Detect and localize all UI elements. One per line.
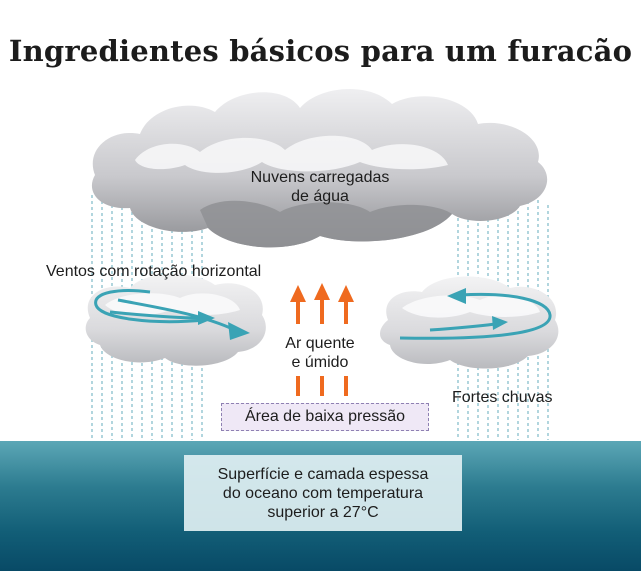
wind-arrowhead-left-1	[228, 322, 250, 340]
left-side-cloud	[85, 274, 266, 366]
ocean-label-box: Superfície e camada espessa do oceano co…	[184, 455, 462, 531]
wind-arrows-right	[399, 292, 552, 340]
wind-arrows-left	[94, 289, 236, 332]
clouds-label-line-2: de água	[291, 188, 349, 205]
winds-label: Ventos com rotação horizontal	[46, 263, 262, 280]
wind-arrowhead-right-2	[492, 316, 508, 330]
ocean-label-line-2: do oceano com temperatura	[222, 484, 424, 502]
right-side-cloud	[380, 276, 559, 369]
low-pressure-box: Área de baixa pressão	[221, 403, 429, 431]
storm-cloud	[91, 89, 548, 248]
clouds-label: Nuvens carregadas de água	[220, 168, 420, 206]
warm-air-label-line-1: Ar quente	[285, 335, 355, 352]
warm-air-label-line-2: e úmido	[291, 354, 349, 371]
wind-arrowhead-right-1	[447, 288, 466, 304]
diagram-title: Ingredientes básicos para um furacão	[8, 34, 633, 68]
wind-arrowhead-left-2	[198, 311, 215, 325]
rain-label: Fortes chuvas	[452, 389, 553, 406]
clouds-label-line-1: Nuvens carregadas	[250, 169, 390, 186]
ocean-label-line-1: Superfície e camada espessa	[217, 465, 429, 483]
ocean-label-line-3: superior a 27°C	[267, 503, 379, 521]
warm-air-arrows	[290, 283, 354, 396]
warm-air-label: Ar quente e úmido	[258, 334, 382, 372]
